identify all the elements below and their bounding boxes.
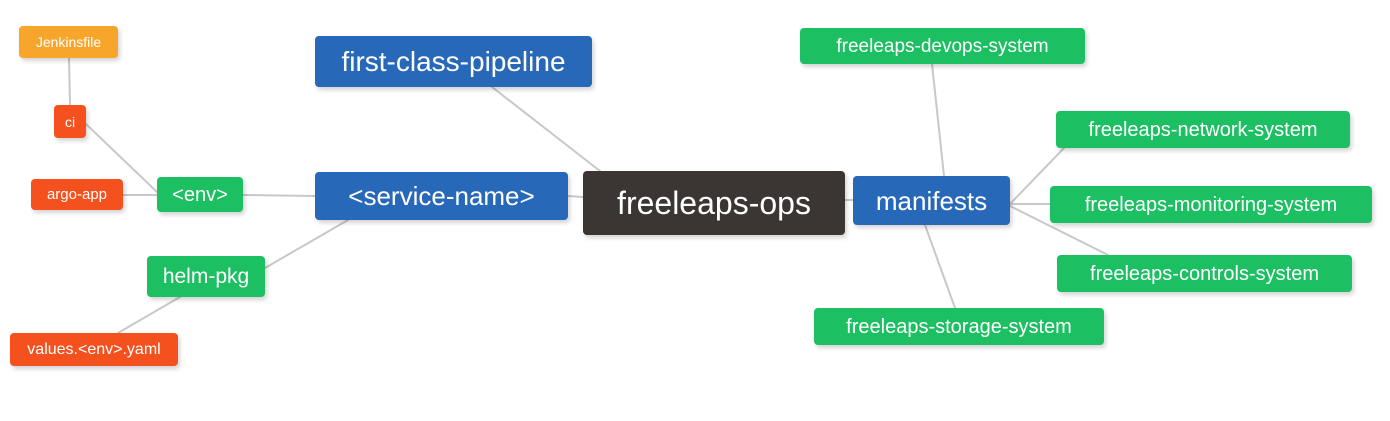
node-label-manifests: manifests xyxy=(875,185,988,216)
edge-values-env-yaml-to-helm-pkg xyxy=(117,296,181,334)
node-helm-pkg[interactable]: helm-pkg xyxy=(147,256,265,297)
edge-jenkinsfile-to-ci xyxy=(68,57,71,106)
node-freeleaps-devops-system[interactable]: freeleaps-devops-system xyxy=(800,28,1085,64)
node-service-name[interactable]: <service-name> xyxy=(315,172,568,220)
edge-helm-pkg-to-service-name xyxy=(264,219,349,269)
node-freeleaps-controls-system[interactable]: freeleaps-controls-system xyxy=(1057,255,1352,292)
node-ci[interactable]: ci xyxy=(54,105,86,138)
node-label-first-class-pipeline: first-class-pipeline xyxy=(341,45,566,77)
node-label-freeleaps-monitoring-system: freeleaps-monitoring-system xyxy=(1084,193,1338,216)
node-label-ci: ci xyxy=(64,113,76,130)
edge-first-class-pipeline-to-freeleaps-ops xyxy=(491,86,601,172)
node-label-helm-pkg: helm-pkg xyxy=(162,265,250,288)
node-first-class-pipeline[interactable]: first-class-pipeline xyxy=(315,36,592,87)
node-argo-app[interactable]: argo-app xyxy=(31,179,123,210)
node-freeleaps-storage-system[interactable]: freeleaps-storage-system xyxy=(814,308,1104,345)
node-freeleaps-monitoring-system[interactable]: freeleaps-monitoring-system xyxy=(1050,186,1372,223)
node-label-jenkinsfile: Jenkinsfile xyxy=(35,34,102,50)
node-env[interactable]: <env> xyxy=(157,177,243,212)
edge-freeleaps-storage-system-to-manifests xyxy=(924,224,956,309)
edge-freeleaps-devops-system-to-manifests xyxy=(931,63,945,177)
node-label-freeleaps-controls-system: freeleaps-controls-system xyxy=(1090,262,1319,285)
node-label-env: <env> xyxy=(172,183,228,206)
node-manifests[interactable]: manifests xyxy=(853,176,1010,225)
edge-env-to-service-name xyxy=(242,194,316,197)
node-label-argo-app: argo-app xyxy=(46,186,108,203)
node-freeleaps-network-system[interactable]: freeleaps-network-system xyxy=(1056,111,1350,148)
node-label-service-name: <service-name> xyxy=(348,181,535,211)
node-label-freeleaps-storage-system: freeleaps-storage-system xyxy=(846,315,1072,338)
node-label-values-env-yaml: values.<env>.yaml xyxy=(27,340,161,358)
node-jenkinsfile[interactable]: Jenkinsfile xyxy=(19,26,118,58)
node-label-freeleaps-devops-system: freeleaps-devops-system xyxy=(836,35,1049,57)
node-values-env-yaml[interactable]: values.<env>.yaml xyxy=(10,333,178,366)
node-label-freeleaps-ops: freeleaps-ops xyxy=(617,185,811,221)
edge-service-name-to-freeleaps-ops xyxy=(567,195,584,198)
node-label-freeleaps-network-system: freeleaps-network-system xyxy=(1088,118,1318,141)
node-freeleaps-ops[interactable]: freeleaps-ops xyxy=(583,171,845,235)
